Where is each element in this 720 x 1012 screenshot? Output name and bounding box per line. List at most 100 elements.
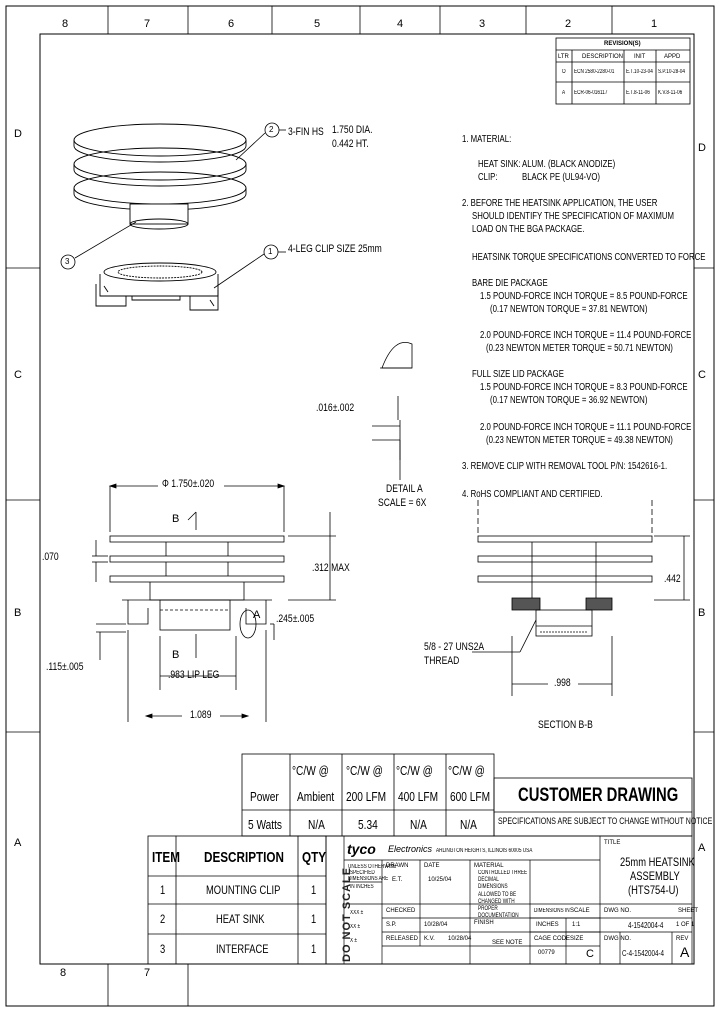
sheet-value: 1 OF 1: [676, 922, 695, 928]
note-1: 1. MATERIAL:: [462, 134, 512, 145]
zone-top-5: 5: [314, 18, 321, 30]
rev-value: A: [680, 944, 690, 960]
customer-drawing-subtitle: SPECIFICATIONS ARE SUBJECT TO CHANGE WIT…: [498, 816, 713, 826]
zone-top-7: 7: [144, 18, 151, 30]
dimensions-value: INCHES: [536, 922, 559, 928]
rev-r1-desc: ECR-06-016117: [574, 90, 608, 96]
dwg-value: 4-1542004-4: [628, 921, 664, 930]
note-full1-b: (0.17 NEWTON TORQUE = 36.92 NEWTON): [490, 395, 648, 406]
checked-date: 10/28/04: [424, 922, 448, 928]
zone-bottom-7: 7: [144, 967, 151, 979]
bom-r2-qty: 1: [311, 912, 317, 926]
company-address: ARLINGTON HEIGHTS, ILLINOIS 60005 USA: [436, 848, 533, 854]
zone-top-4: 4: [397, 18, 404, 30]
rev-h-init: INIT: [634, 54, 646, 60]
tol-1: UNLESS OTHERWISE: [348, 864, 397, 870]
perf-row-400: N/A: [410, 817, 427, 832]
rev-r0-ltr: O: [562, 69, 566, 75]
detail-a: [372, 342, 413, 480]
section-b-b: [472, 500, 690, 696]
bom-r1-item: 1: [160, 883, 166, 897]
zone-bottom-8: 8: [60, 967, 67, 979]
note-full2-b: (0.23 NEWTON METER TORQUE = 49.38 NEWTON…: [486, 435, 673, 446]
scale-label: SCALE: [570, 908, 590, 914]
customer-drawing-title: CUSTOMER DRAWING: [518, 785, 679, 806]
note-4: 4. RoHS COMPLIANT AND CERTIFIED.: [462, 489, 603, 500]
section-b-bottom: B: [172, 649, 180, 661]
tol-6: XX ±: [350, 924, 361, 930]
perf-h1: °C/W @: [292, 763, 329, 778]
checked-value: S.P.: [386, 922, 397, 928]
date-value: 10/25/04: [428, 877, 452, 883]
bom-r2-desc: HEAT SINK: [216, 912, 265, 926]
dim-1750: Φ 1.750±.020: [162, 478, 215, 490]
tol-4: IN INCHES: [350, 884, 374, 890]
callout-1-text: 4-LEG CLIP SIZE 25mm: [288, 243, 382, 255]
perf-600lfm: 600 LFM: [450, 789, 491, 804]
tol-7: X ±: [350, 938, 357, 944]
note-clip-label: CLIP:: [478, 172, 498, 183]
note-full-title: FULL SIZE LID PACKAGE: [472, 369, 564, 380]
dim-245: .245±.005: [276, 613, 315, 625]
zone-top-2: 2: [565, 18, 572, 30]
perf-row-ambient: N/A: [308, 817, 325, 832]
note-3: 3. REMOVE CLIP WITH REMOVAL TOOL P/N: 15…: [462, 461, 668, 472]
note-bare2-b: (0.23 NEWTON METER TORQUE = 50.71 NEWTON…: [486, 343, 673, 354]
callout-3-number: 3: [65, 257, 70, 266]
perf-h4: °C/W @: [448, 763, 485, 778]
perf-h3: °C/W @: [396, 763, 433, 778]
dim-983: .983 LIP LEG: [168, 669, 220, 681]
scale-value: 1:1: [572, 922, 581, 928]
tol-2: SPECIFIED: [350, 870, 375, 876]
cage-label: CAGE CODE: [534, 936, 571, 942]
detail-a-title: DETAIL A: [386, 483, 423, 495]
performance-table: [241, 753, 495, 837]
revision-title: REVISION(S): [604, 41, 641, 47]
perf-h2: °C/W @: [346, 763, 383, 778]
perf-row-power: 5 Watts: [248, 817, 283, 832]
note-2-line2: SHOULD IDENTIFY THE SPECIFICATION OF MAX…: [472, 211, 674, 222]
zone-top-6: 6: [228, 18, 235, 30]
zone-right-c: C: [698, 369, 706, 381]
note-conversion: HEATSINK TORQUE SPECIFICATIONS CONVERTED…: [472, 252, 706, 263]
zone-top-3: 3: [479, 18, 486, 30]
bom-r3-qty: 1: [311, 942, 317, 956]
bom-r3-desc: INTERFACE: [216, 942, 269, 956]
zone-left-a: A: [14, 837, 22, 849]
bom-h-desc: DESCRIPTION: [204, 849, 284, 866]
detail-a-marker: A: [253, 609, 261, 621]
zone-top-8: 8: [62, 18, 69, 30]
zone-right-d: D: [698, 142, 706, 154]
rev-r1-ltr: A: [562, 90, 566, 96]
isometric-heatsink: [73, 123, 247, 230]
dwg-label: DWG NO.: [604, 908, 631, 914]
tol-3: DIMENSIONS ARE: [348, 876, 389, 882]
zone-left-b: B: [14, 607, 22, 619]
dim-1089: 1.089: [190, 709, 212, 721]
rev-label: REV: [676, 936, 689, 942]
perf-row-600: N/A: [460, 817, 477, 832]
zone-top-1: 1: [651, 18, 658, 30]
sheet-label: SHEET: [678, 908, 699, 914]
note-clip-value: BLACK PE (UL94-VO): [522, 172, 601, 183]
bom-r1-desc: MOUNTING CLIP: [206, 883, 281, 897]
rev-r0-init: E.T.10-23-04: [626, 69, 653, 75]
section-label: SECTION B-B: [538, 719, 593, 731]
note-bare2-a: 2.0 POUND-FORCE INCH TORQUE = 11.4 POUND…: [480, 330, 692, 341]
thread-spec: 5/8 - 27 UNS2A: [424, 641, 485, 653]
dwgno2-value: C-4-1542004-4: [622, 949, 664, 958]
dim-998: .998: [554, 677, 571, 689]
released-value: K.V.: [424, 936, 435, 942]
rev-h-desc: DESCRIPTION: [582, 54, 624, 60]
note-full2-a: 2.0 POUND-FORCE INCH TORQUE = 11.1 POUND…: [480, 422, 692, 433]
drawn-label: DRAWN: [386, 863, 409, 869]
bom-r2-item: 2: [160, 912, 166, 926]
perf-row-200: 5.34: [358, 817, 378, 832]
callout-2-dia: 1.750 DIA.: [332, 124, 373, 136]
note-2-line1: 2. BEFORE THE HEATSINK APPLICATION, THE …: [462, 198, 658, 209]
restricted-note: CONTROLLED THREE DECIMAL DIMENSIONS ALLO…: [478, 870, 528, 920]
dim-070: .070: [42, 551, 59, 563]
callout-leaders: [60, 122, 286, 289]
rev-r0-appd: S.P.10-28-04: [658, 69, 685, 75]
date-label: DATE: [424, 863, 440, 869]
